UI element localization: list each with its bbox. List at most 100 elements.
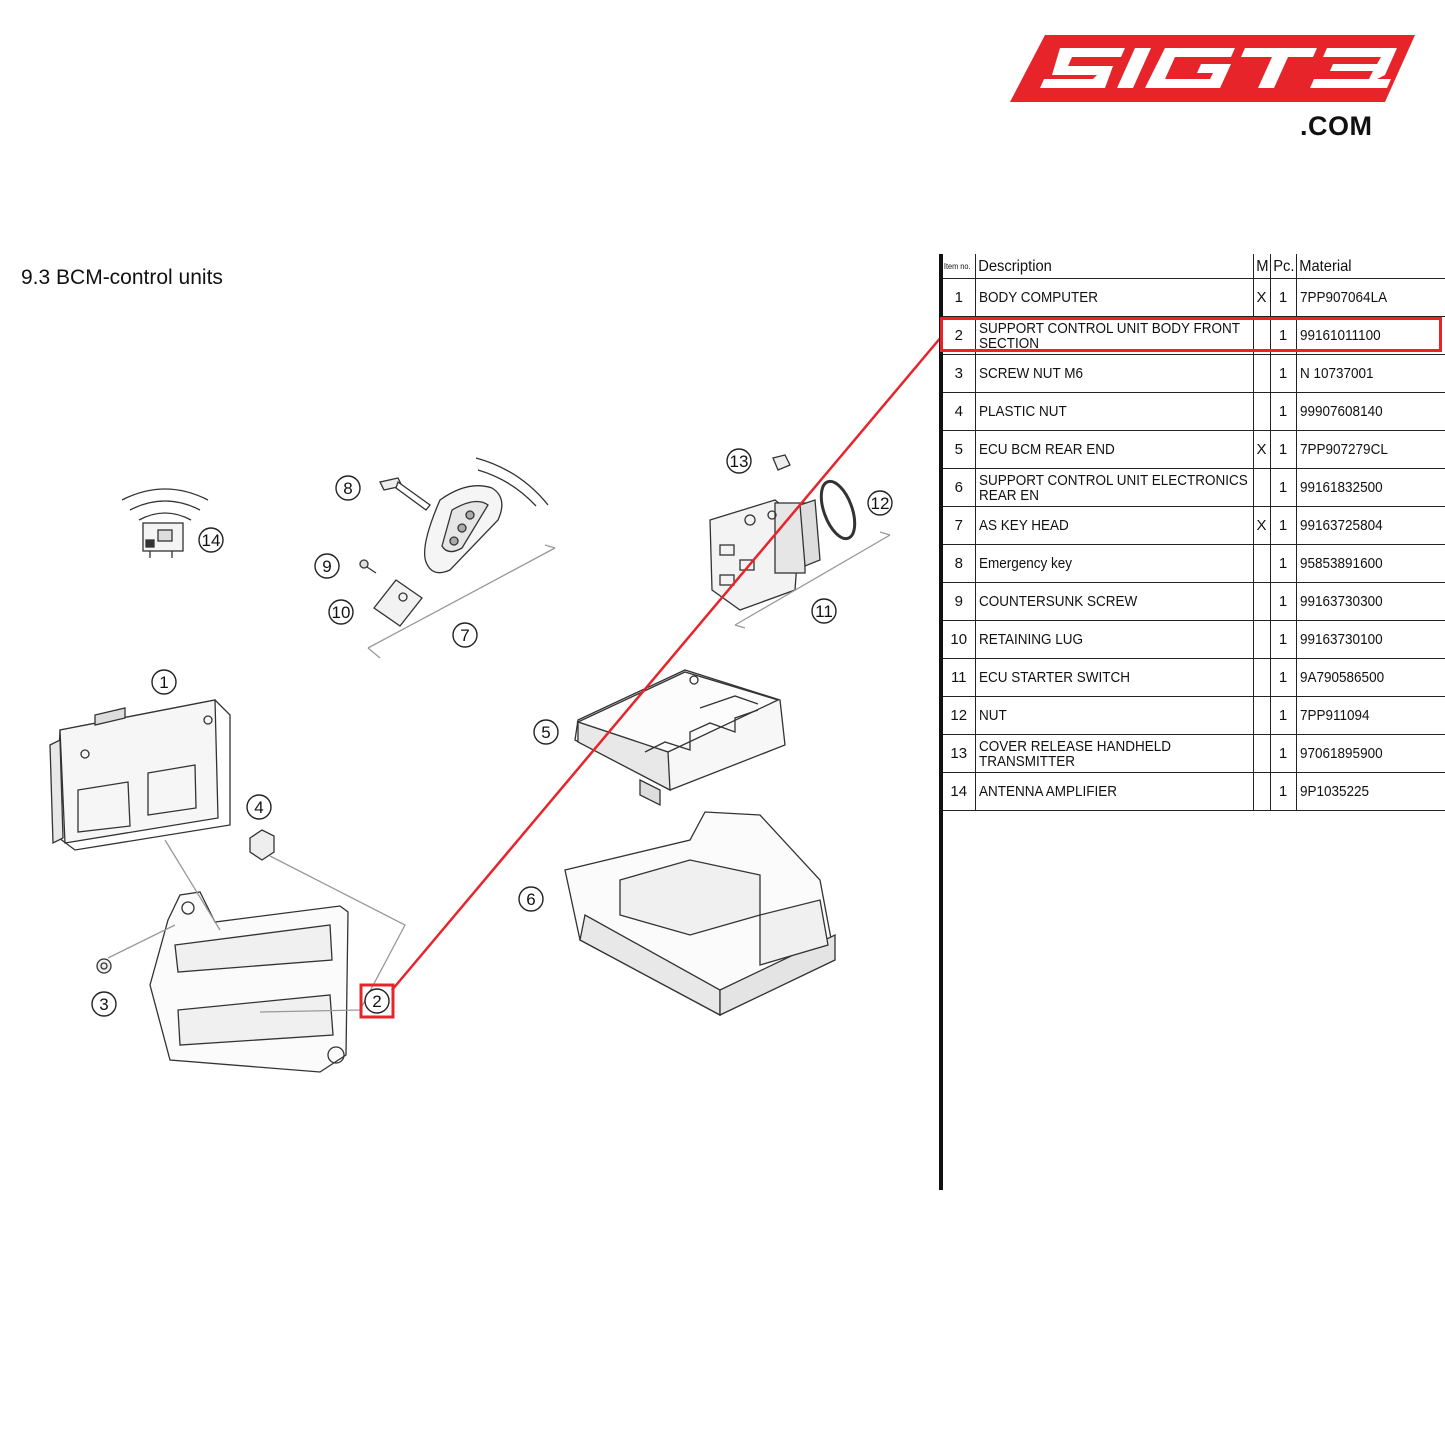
piece-count: 1	[1270, 392, 1297, 431]
mandatory-mark	[1253, 544, 1271, 583]
table-divider	[939, 254, 943, 1190]
piece-count: 1	[1270, 696, 1297, 735]
callout-circle	[518, 886, 544, 912]
screw-nut-drawing	[96, 958, 112, 974]
part-description: Emergency key	[975, 544, 1254, 583]
piece-count: 1	[1270, 430, 1297, 469]
callout-circle	[364, 988, 390, 1014]
part-description: ECU BCM REAR END	[975, 430, 1254, 469]
header-item-no: Item no.	[943, 254, 973, 279]
nut-ring-drawing	[819, 479, 857, 541]
part-description: AS KEY HEAD	[975, 506, 1254, 545]
mandatory-mark: X	[1253, 278, 1271, 317]
callout-label: 6	[526, 890, 535, 909]
callout-circle	[335, 475, 361, 501]
piece-count: 1	[1270, 734, 1297, 773]
mandatory-mark	[1253, 734, 1271, 773]
part-description: SCREW NUT M6	[975, 354, 1254, 393]
callout-label: 14	[202, 531, 221, 550]
callout-label: 5	[541, 723, 550, 742]
callout-label: 7	[460, 626, 469, 645]
callout-circle	[328, 599, 354, 625]
piece-count: 1	[1270, 316, 1297, 355]
mandatory-mark	[1253, 316, 1271, 355]
material-number: 97061895900	[1296, 734, 1445, 773]
mandatory-mark	[1253, 620, 1271, 659]
piece-count: 1	[1270, 278, 1297, 317]
cover-drawing	[772, 454, 791, 471]
callout-label: 4	[254, 798, 263, 817]
part-description: SUPPORT CONTROL UNIT ELECTRONICS REAR EN	[975, 468, 1254, 507]
material-number: 99907608140	[1296, 392, 1445, 431]
callout-circle	[314, 553, 340, 579]
key-head-drawing	[423, 457, 549, 574]
piece-count: 1	[1270, 772, 1297, 811]
material-number: 7PP907064LA	[1296, 278, 1445, 317]
mandatory-mark	[1253, 392, 1271, 431]
callout-circle	[867, 490, 893, 516]
item-number: 7	[943, 506, 976, 545]
item-number: 3	[943, 354, 976, 393]
material-number: 9P1035225	[1296, 772, 1445, 811]
countersunk-screw-drawing	[359, 559, 377, 574]
header-description: Description	[975, 254, 1232, 279]
material-number: 99163730300	[1296, 582, 1445, 621]
piece-count: 1	[1270, 544, 1297, 583]
mandatory-mark	[1253, 468, 1271, 507]
mandatory-mark	[1253, 772, 1271, 811]
support-rear-drawing	[564, 811, 836, 1017]
item-number: 8	[943, 544, 976, 583]
piece-count: 1	[1270, 468, 1297, 507]
highlight-callout-box	[359, 983, 395, 1019]
piece-count: 1	[1270, 506, 1297, 545]
retaining-lug-drawing	[373, 579, 423, 627]
mandatory-mark: X	[1253, 506, 1271, 545]
callout-label: 3	[99, 995, 108, 1014]
material-number: 95853891600	[1296, 544, 1445, 583]
plastic-nut-drawing	[249, 829, 275, 861]
part-description: ECU STARTER SWITCH	[975, 658, 1254, 697]
item-number: 10	[943, 620, 976, 659]
part-description: NUT	[975, 696, 1254, 735]
table-header-row: Item no. Description M Pc. Material	[943, 254, 1445, 279]
piece-count: 1	[1270, 620, 1297, 659]
antenna-amplifier-drawing	[121, 488, 209, 558]
callout-label: 8	[343, 479, 352, 498]
callout-circle	[452, 622, 478, 648]
callout-circle	[91, 991, 117, 1017]
item-number: 2	[943, 316, 976, 355]
part-description: RETAINING LUG	[975, 620, 1254, 659]
callout-circle	[246, 794, 272, 820]
part-description: PLASTIC NUT	[975, 392, 1254, 431]
starter-switch-drawing	[709, 499, 821, 611]
callout-circle	[151, 669, 177, 695]
support-front-drawing	[149, 891, 349, 1073]
item-number: 5	[943, 430, 976, 469]
callout-label: 10	[332, 603, 351, 622]
material-number: 99161011100	[1296, 316, 1445, 355]
mandatory-mark	[1253, 658, 1271, 697]
section-title: 9.3 BCM-control units	[21, 266, 223, 289]
header-m: M	[1253, 254, 1270, 279]
piece-count: 1	[1270, 582, 1297, 621]
part-description: SUPPORT CONTROL UNIT BODY FRONT SECTION	[975, 316, 1254, 355]
body-computer-drawing	[49, 699, 231, 851]
part-description: BODY COMPUTER	[975, 278, 1254, 317]
header-material: Material	[1296, 254, 1434, 279]
callout-label: 11	[815, 602, 833, 621]
material-number: 7PP911094	[1296, 696, 1445, 735]
item-number: 12	[943, 696, 976, 735]
callout-circle	[198, 527, 224, 553]
item-number: 11	[943, 658, 976, 697]
callout-label: 1	[159, 673, 168, 692]
